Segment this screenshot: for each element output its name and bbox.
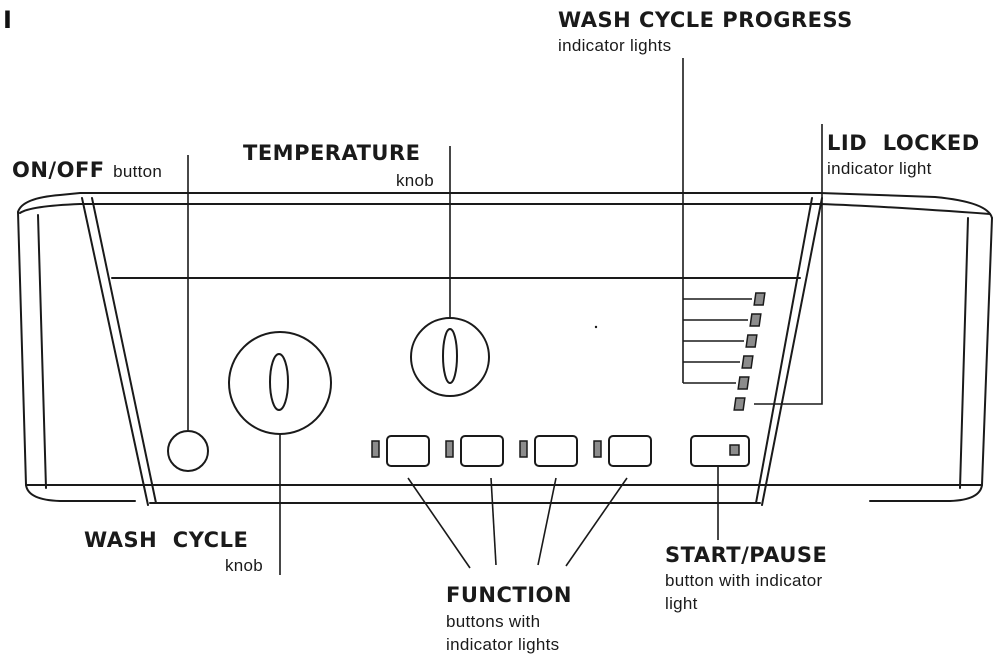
wash-cycle-progress-title: WASH CYCLE PROGRESS <box>558 8 853 32</box>
on-off-subtitle: button <box>113 162 163 181</box>
function-title: FUNCTION <box>446 583 572 607</box>
panel-top-edge <box>17 192 993 219</box>
progress-light-5 <box>737 376 750 390</box>
function-subtitle-line2: indicator lights <box>446 635 560 654</box>
on-off-button[interactable] <box>167 430 209 472</box>
panel-housing <box>16 195 997 505</box>
progress-light-1 <box>753 292 766 306</box>
start-pause-button[interactable] <box>690 435 750 467</box>
progress-indicator-lights <box>733 292 766 411</box>
wash-cycle-knob[interactable] <box>228 331 332 435</box>
on-off-label: ON/OFF button <box>12 158 162 182</box>
on-off-title: ON/OFF <box>12 158 105 182</box>
panel-inner-top <box>19 203 991 215</box>
wash-cycle-title: WASH CYCLE <box>84 528 249 552</box>
function-subtitle-line1: buttons with <box>446 612 541 631</box>
front-face-right-edge <box>761 197 823 506</box>
progress-light-4 <box>741 355 754 369</box>
start-pause-title: START/PAUSE <box>665 543 828 567</box>
lid-locked-light <box>733 397 746 411</box>
progress-light-3 <box>745 334 758 348</box>
leader-lines <box>187 58 823 575</box>
start-pause-subtitle-line2: light <box>665 594 698 613</box>
function-button-3[interactable] <box>519 435 578 467</box>
temperature-knob[interactable] <box>410 317 490 397</box>
wash-cycle-subtitle: knob <box>225 556 264 575</box>
temperature-title: TEMPERATURE <box>243 141 421 165</box>
progress-light-2 <box>749 313 762 327</box>
function-button-2[interactable] <box>445 435 504 467</box>
front-face-left-edge <box>81 197 149 506</box>
lid-locked-title: LID LOCKED <box>827 131 980 155</box>
lid-locked-subtitle: indicator light <box>827 159 932 178</box>
wash-cycle-progress-subtitle: indicator lights <box>558 36 672 55</box>
function-button-4[interactable] <box>593 435 652 467</box>
function-button-1[interactable] <box>371 435 430 467</box>
temperature-subtitle: knob <box>396 171 435 190</box>
start-pause-subtitle-line1: button with indicator <box>665 571 823 590</box>
figure-label: I <box>3 6 12 34</box>
